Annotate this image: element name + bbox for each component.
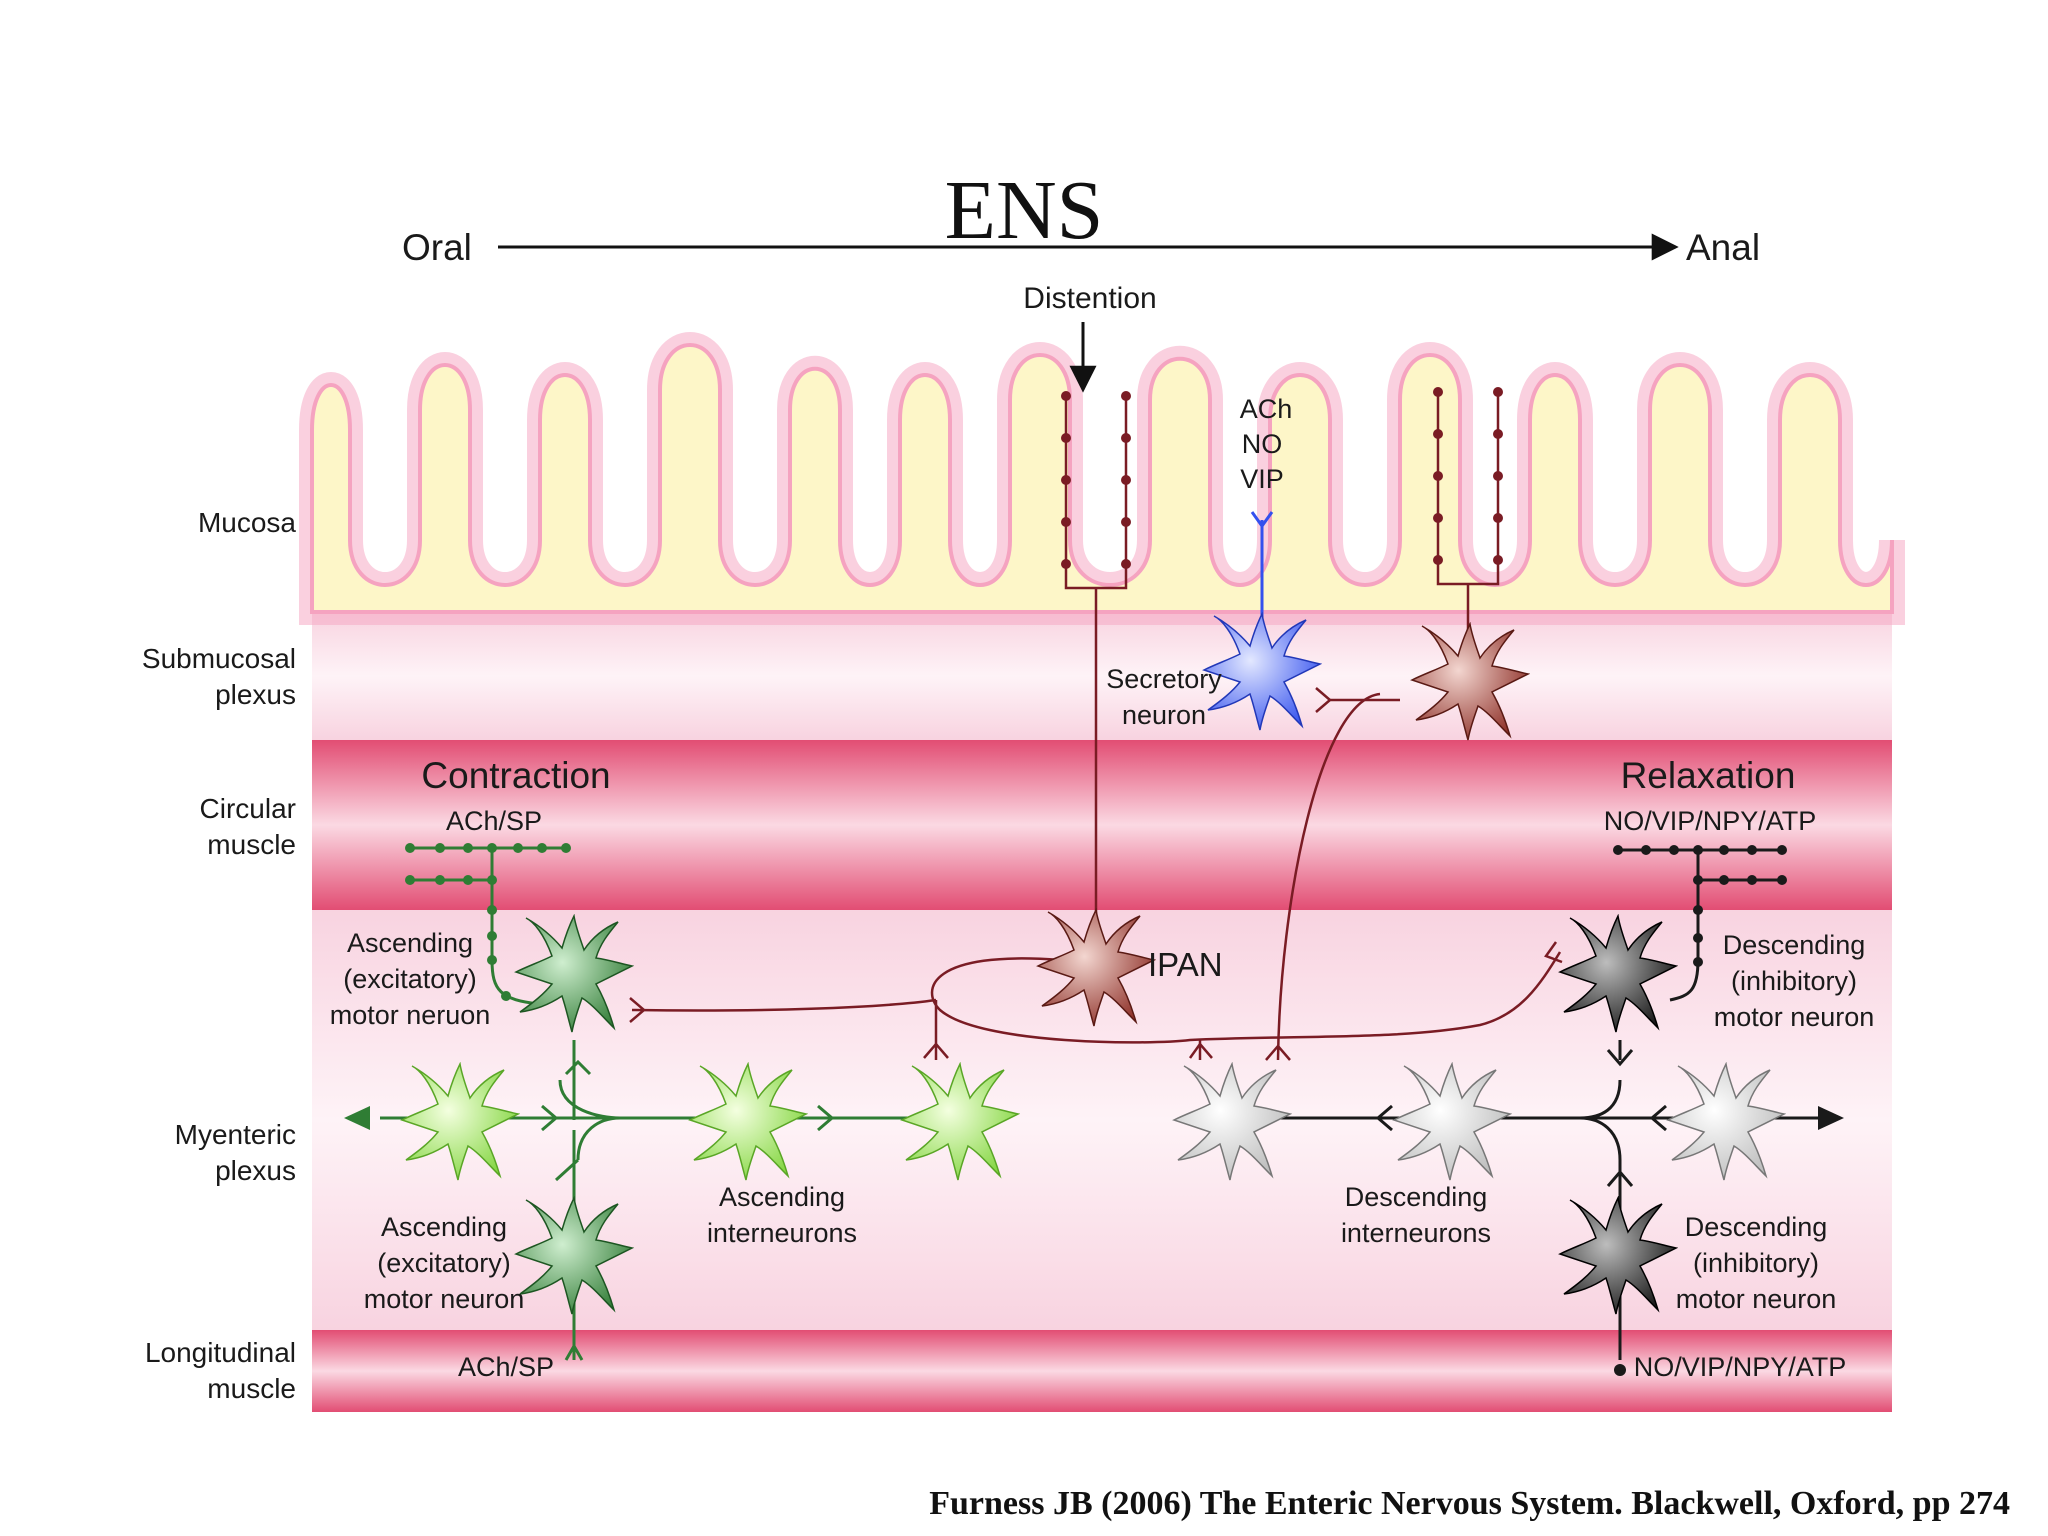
- mucosa-villi: [299, 332, 1905, 625]
- circular-muscle-band: [312, 740, 1892, 910]
- neuron-labels: Secretory neuron IPAN Ascending (excitat…: [330, 664, 1875, 1314]
- anal-label: Anal: [1686, 227, 1760, 268]
- synapse-mark-4: [1265, 1044, 1291, 1061]
- asc-motor-bottom-label-1: Ascending: [381, 1212, 507, 1242]
- layer-label-longitudinal-1: Longitudinal: [145, 1337, 296, 1368]
- oral-anal-axis: Oral Anal: [402, 227, 1760, 268]
- secretory-label-2: neuron: [1122, 700, 1206, 730]
- oral-label: Oral: [402, 227, 472, 268]
- layer-label-longitudinal-2: muscle: [207, 1373, 296, 1404]
- ipan-loop: [930, 951, 1562, 1044]
- relaxation-transmitter: NO/VIP/NPY/ATP: [1604, 806, 1817, 836]
- synapse-mark-1: [629, 997, 646, 1023]
- contraction-title: Contraction: [421, 755, 610, 796]
- desc-motor-bottom-label-2: (inhibitory): [1693, 1248, 1819, 1278]
- synapse-mark-6: [1544, 941, 1563, 964]
- ipan-to-ascending: [631, 998, 937, 1012]
- asc-motor-top-label-3: motor neruon: [330, 1000, 491, 1030]
- longitudinal-transmitter-left: ACh/SP: [458, 1352, 554, 1382]
- mucosa-transmitters: ACh NO VIP: [1240, 394, 1293, 494]
- desc-motor-bottom-label-3: motor neuron: [1676, 1284, 1837, 1314]
- layer-label-myenteric-1: Myenteric: [175, 1119, 296, 1150]
- layer-label-myenteric-2: plexus: [215, 1155, 296, 1186]
- ipan-mucosal-ending: [1064, 396, 1128, 940]
- longitudinal-transmitter-right: NO/VIP/NPY/ATP: [1634, 1352, 1847, 1382]
- layer-label-circular-2: muscle: [207, 829, 296, 860]
- layer-label-mucosa: Mucosa: [198, 507, 296, 538]
- tissue-layers: [312, 612, 1892, 1412]
- transmitter-ach: ACh: [1240, 394, 1293, 424]
- distention-label: Distention: [1023, 282, 1156, 315]
- ascending-chain-arrowhead: [344, 1106, 370, 1130]
- mucosal-dots: [1061, 387, 1503, 569]
- asc-motor-top-label-2: (excitatory): [343, 964, 477, 994]
- secretory-label-1: Secretory: [1106, 664, 1222, 694]
- submucosal-plexus-band: [312, 612, 1892, 740]
- descending-chain-arrowhead: [1818, 1106, 1844, 1130]
- desc-motor-top-label-1: Descending: [1723, 930, 1866, 960]
- asc-motor-bottom-label-3: motor neuron: [364, 1284, 525, 1314]
- transmitter-vip: VIP: [1240, 464, 1284, 494]
- submucosal-to-myenteric: [1276, 692, 1381, 1061]
- desc-motor-top-label-2: (inhibitory): [1731, 966, 1857, 996]
- desc-inter-label-1: Descending: [1345, 1182, 1488, 1212]
- diagram-title: ENS: [945, 164, 1104, 257]
- asc-inter-label-2: interneurons: [707, 1218, 857, 1248]
- longitudinal-inhibitory-terminal: [1614, 1364, 1626, 1376]
- inhibitory-dots: [1613, 845, 1787, 967]
- layer-label-submucosal-2: plexus: [215, 679, 296, 710]
- synapse-mark-5: [1315, 687, 1332, 713]
- desc-motor-bottom-label-1: Descending: [1685, 1212, 1828, 1242]
- desc-inter-label-2: interneurons: [1341, 1218, 1491, 1248]
- relaxation-title: Relaxation: [1621, 755, 1796, 796]
- asc-motor-top-label-1: Ascending: [347, 928, 473, 958]
- contraction-transmitter: ACh/SP: [446, 806, 542, 836]
- mucosa-fill: [310, 343, 1894, 614]
- asc-inter-label-1: Ascending: [719, 1182, 845, 1212]
- desc-motor-top-label-3: motor neuron: [1714, 1002, 1875, 1032]
- ipan-label: IPAN: [1148, 946, 1223, 983]
- asc-motor-bottom-label-2: (excitatory): [377, 1248, 511, 1278]
- layer-label-submucosal-1: Submucosal: [142, 643, 296, 674]
- synapse-mark-2: [923, 1042, 949, 1059]
- layer-labels: Mucosa Submucosal plexus Circular muscle…: [142, 507, 297, 1404]
- transmitter-no: NO: [1242, 429, 1283, 459]
- excitatory-dots: [405, 843, 571, 1001]
- citation: Furness JB (2006) The Enteric Nervous Sy…: [929, 1485, 2010, 1522]
- synapse-mark-3: [1188, 1041, 1213, 1059]
- layer-label-circular-1: Circular: [200, 793, 296, 824]
